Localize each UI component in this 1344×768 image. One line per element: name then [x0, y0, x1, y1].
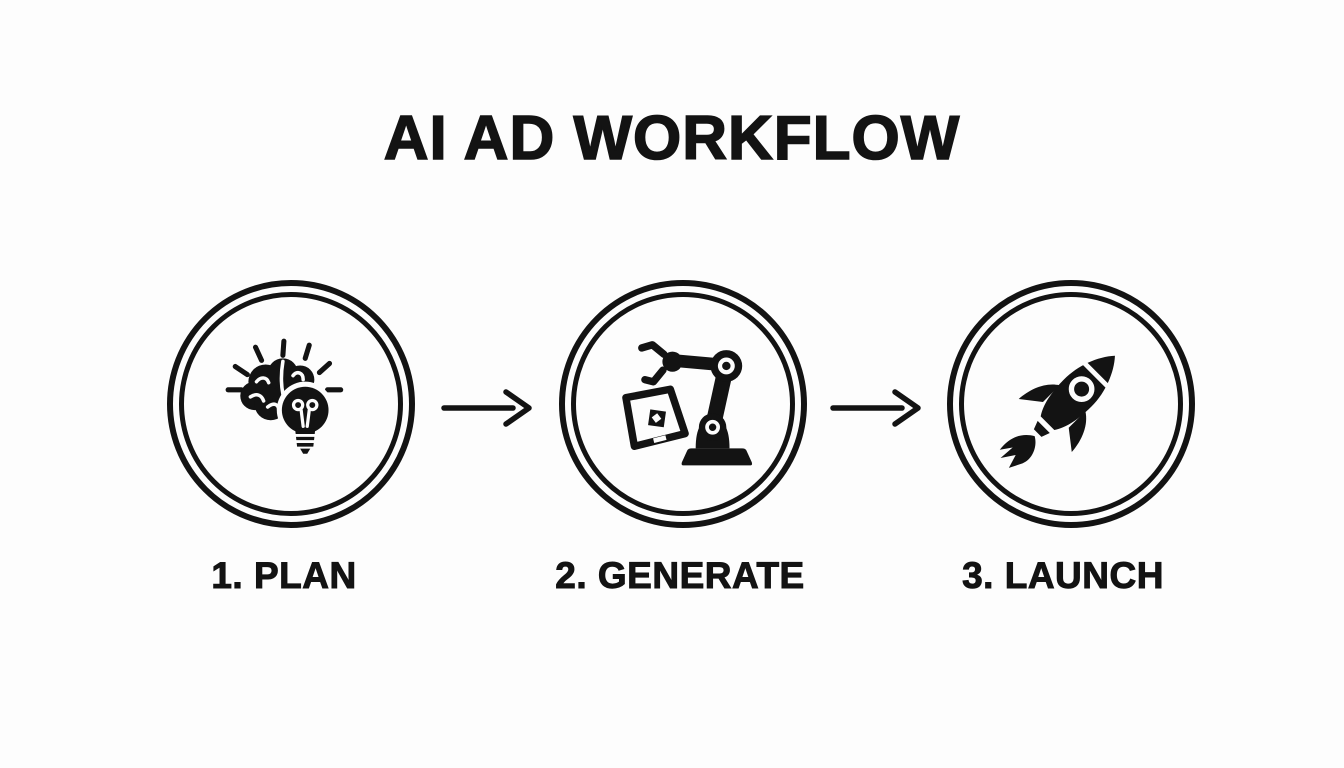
brain-lightbulb-icon: [225, 338, 344, 454]
page-title: AI AD WORKFLOW: [383, 104, 961, 173]
step-circle-launch: [947, 280, 1195, 528]
step-label-generate: 2. GENERATE: [555, 554, 805, 596]
robot-arm-icon: [622, 341, 753, 466]
step-label-plan: 1. PLAN: [211, 554, 357, 596]
step-label-launch: 3. LAUNCH: [962, 554, 1164, 596]
arrow-right-icon: [830, 389, 921, 427]
step-circle-plan: [167, 280, 415, 528]
step-circle-generate: [559, 280, 807, 528]
rocket-icon: [999, 355, 1115, 468]
arrow-right-icon: [441, 389, 532, 427]
